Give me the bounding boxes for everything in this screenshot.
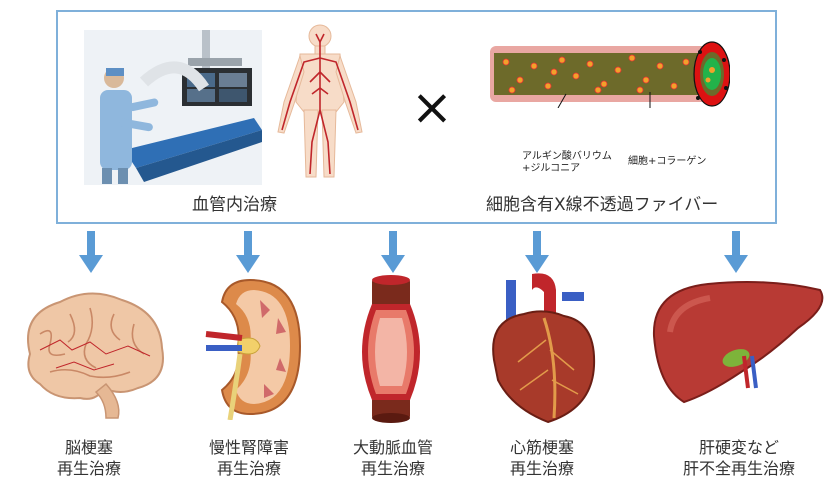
target-label-aorta: 大動脈血管 再生治療 [318,437,468,479]
down-arrow-icon [79,231,103,273]
target-label-line1: 慢性腎障害 [174,437,324,458]
brain-icon [10,284,170,422]
target-label-kidney: 慢性腎障害 再生治療 [174,437,324,479]
target-label-line1: 脳梗塞 [14,437,164,458]
target-label-line2: 再生治療 [14,458,164,479]
fiber-outer-label-line1: アルギン酸バリウム [522,151,612,163]
target-label-line1: 心筋梗塞 [467,437,617,458]
fiber-caption: 細胞含有X線不透過ファイバー [486,190,718,215]
liver-icon [648,276,828,410]
fiber-outer-label: アルギン酸バリウム +ジルコニア [522,151,612,175]
down-arrow-icon [236,231,260,273]
target-label-heart: 心筋梗塞 再生治療 [467,437,617,479]
vascular-body-icon [270,22,370,182]
fiber-icon [490,40,730,108]
target-label-line1: 大動脈血管 [318,437,468,458]
heart-icon [484,270,602,426]
down-arrow-icon [724,231,748,273]
target-label-line2: 肝不全再生治療 [664,458,814,479]
down-arrow-icon [381,231,405,273]
target-label-liver: 肝硬変など 肝不全再生治療 [664,437,814,479]
target-label-line2: 再生治療 [318,458,468,479]
target-label-line2: 再生治療 [174,458,324,479]
fiber-core-label: 細胞+コラーゲン [628,156,706,168]
down-arrow-icon [525,231,549,273]
endovascular-caption: 血管内治療 [192,190,277,215]
fiber-outer-label-line2: +ジルコニア [522,163,612,175]
times-symbol: × [411,82,453,132]
angiography-room-icon [84,30,262,185]
aorta-icon [352,274,430,424]
target-label-line1: 肝硬変など [664,437,814,458]
kidney-icon [196,274,304,420]
target-label-line2: 再生治療 [467,458,617,479]
target-label-brain: 脳梗塞 再生治療 [14,437,164,479]
